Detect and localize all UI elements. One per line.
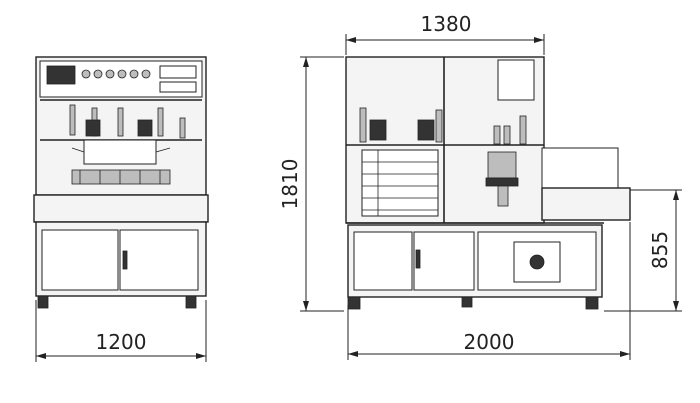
tray-stack — [361, 149, 439, 217]
dimension-table-height: 855 — [604, 189, 682, 312]
side-bottom-width-label: 2000 — [464, 330, 515, 354]
motor-icon — [529, 254, 545, 270]
dimension-side-top-width: 1380 — [345, 12, 545, 55]
front-width-label: 1200 — [96, 330, 147, 354]
dimension-total-height: 1810 — [278, 56, 344, 312]
dimension-side-bottom-width: 2000 — [347, 222, 631, 360]
side-view — [345, 56, 631, 310]
side-top-width-label: 1380 — [421, 12, 472, 36]
dimension-front-width: 1200 — [35, 300, 207, 362]
total-height-label: 1810 — [278, 159, 302, 210]
table-height-label: 855 — [648, 231, 672, 269]
hmi-screen — [46, 65, 76, 85]
front-view — [33, 56, 209, 309]
gauge-row — [81, 69, 151, 79]
